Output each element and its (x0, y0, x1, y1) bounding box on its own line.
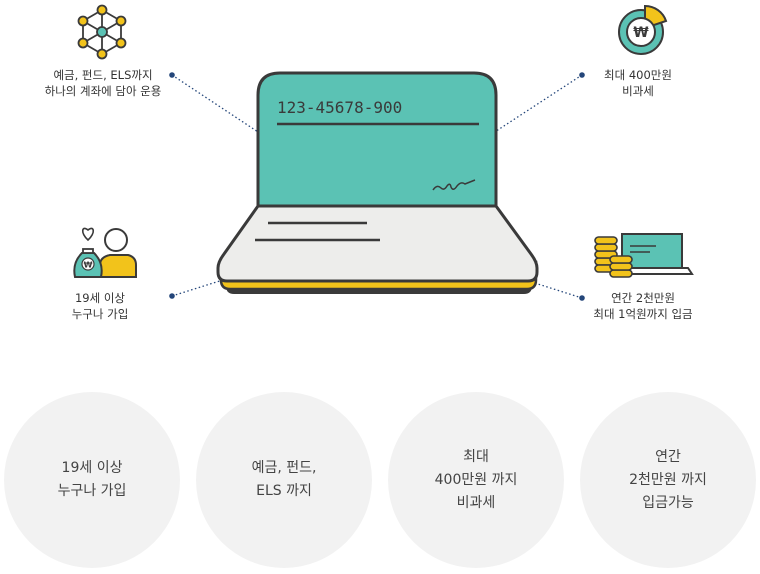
connector-dots (169, 72, 585, 301)
summary-circle-line: 입금가능 (642, 494, 694, 511)
summary-circle-line: 비과세 (456, 494, 496, 511)
feature-label-limit: 연간 2천만원 최대 1억원까지 입금 (573, 290, 713, 322)
won-donut-chart-icon: ₩ (618, 4, 668, 55)
summary-circle-line: 400만원 까지 (434, 471, 518, 488)
person-moneybag-icon: ₩ (73, 227, 137, 278)
feature-label-line: 연간 2천만원 (611, 291, 675, 305)
summary-circle-deposit: 예금, 펀드, ELS 까지 (196, 392, 372, 568)
feature-label-line: 19세 이상 (74, 291, 126, 305)
feature-label-line: 하나의 계좌에 담아 운용 (44, 84, 162, 98)
feature-label-line: 최대 1억원까지 입금 (593, 307, 693, 321)
won-symbol: ₩ (633, 25, 649, 41)
account-number: 123-45678-900 (277, 98, 402, 117)
feature-label-age: 19세 이상 누구나 가입 (40, 290, 160, 322)
summary-circle-line: 누구나 가입 (57, 483, 127, 499)
bankbook-cover (256, 71, 498, 217)
feature-label-line: 예금, 펀드, ELS까지 (53, 68, 153, 82)
connector-dot-taxfree (579, 72, 585, 78)
network-icon (77, 4, 127, 60)
bankbook-page (216, 204, 539, 283)
summary-circle-line: 최대 (463, 448, 489, 465)
summary-circle-age: 19세 이상 누구나 가입 (4, 392, 180, 568)
feature-label-line: 최대 400만원 (604, 68, 672, 82)
summary-circle-line: 2천만원 까지 (629, 471, 707, 488)
connector-dot-age (169, 293, 175, 299)
summary-circle-line: 19세 이상 (61, 460, 123, 476)
feature-label-deposit: 예금, 펀드, ELS까지 하나의 계좌에 담아 운용 (18, 67, 188, 99)
coins-laptop-icon (594, 233, 694, 278)
summary-circle-line: 연간 (655, 448, 681, 465)
bankbook-illustration: 123-45678-900 (216, 71, 539, 294)
moneybag-won-symbol: ₩ (84, 261, 93, 270)
feature-label-taxfree: 최대 400만원 비과세 (573, 67, 703, 99)
connector-dot-deposit (169, 72, 175, 78)
signature-mark (432, 179, 476, 191)
summary-circle-line: ELS 까지 (256, 483, 312, 499)
diagram-svg: 123-45678-900 ₩ (73, 4, 694, 301)
connector-dot-limit (579, 295, 585, 301)
coin-stack-front (609, 255, 633, 278)
feature-label-line: 비과세 (622, 84, 654, 98)
feature-label-line: 누구나 가입 (71, 307, 129, 321)
connector-line-deposit (171, 74, 321, 174)
summary-circle-limit: 연간 2천만원 까지 입금가능 (580, 392, 756, 568)
summary-circle-taxfree: 최대 400만원 까지 비과세 (388, 392, 564, 568)
summary-circle-line: 예금, 펀드, (251, 460, 317, 476)
